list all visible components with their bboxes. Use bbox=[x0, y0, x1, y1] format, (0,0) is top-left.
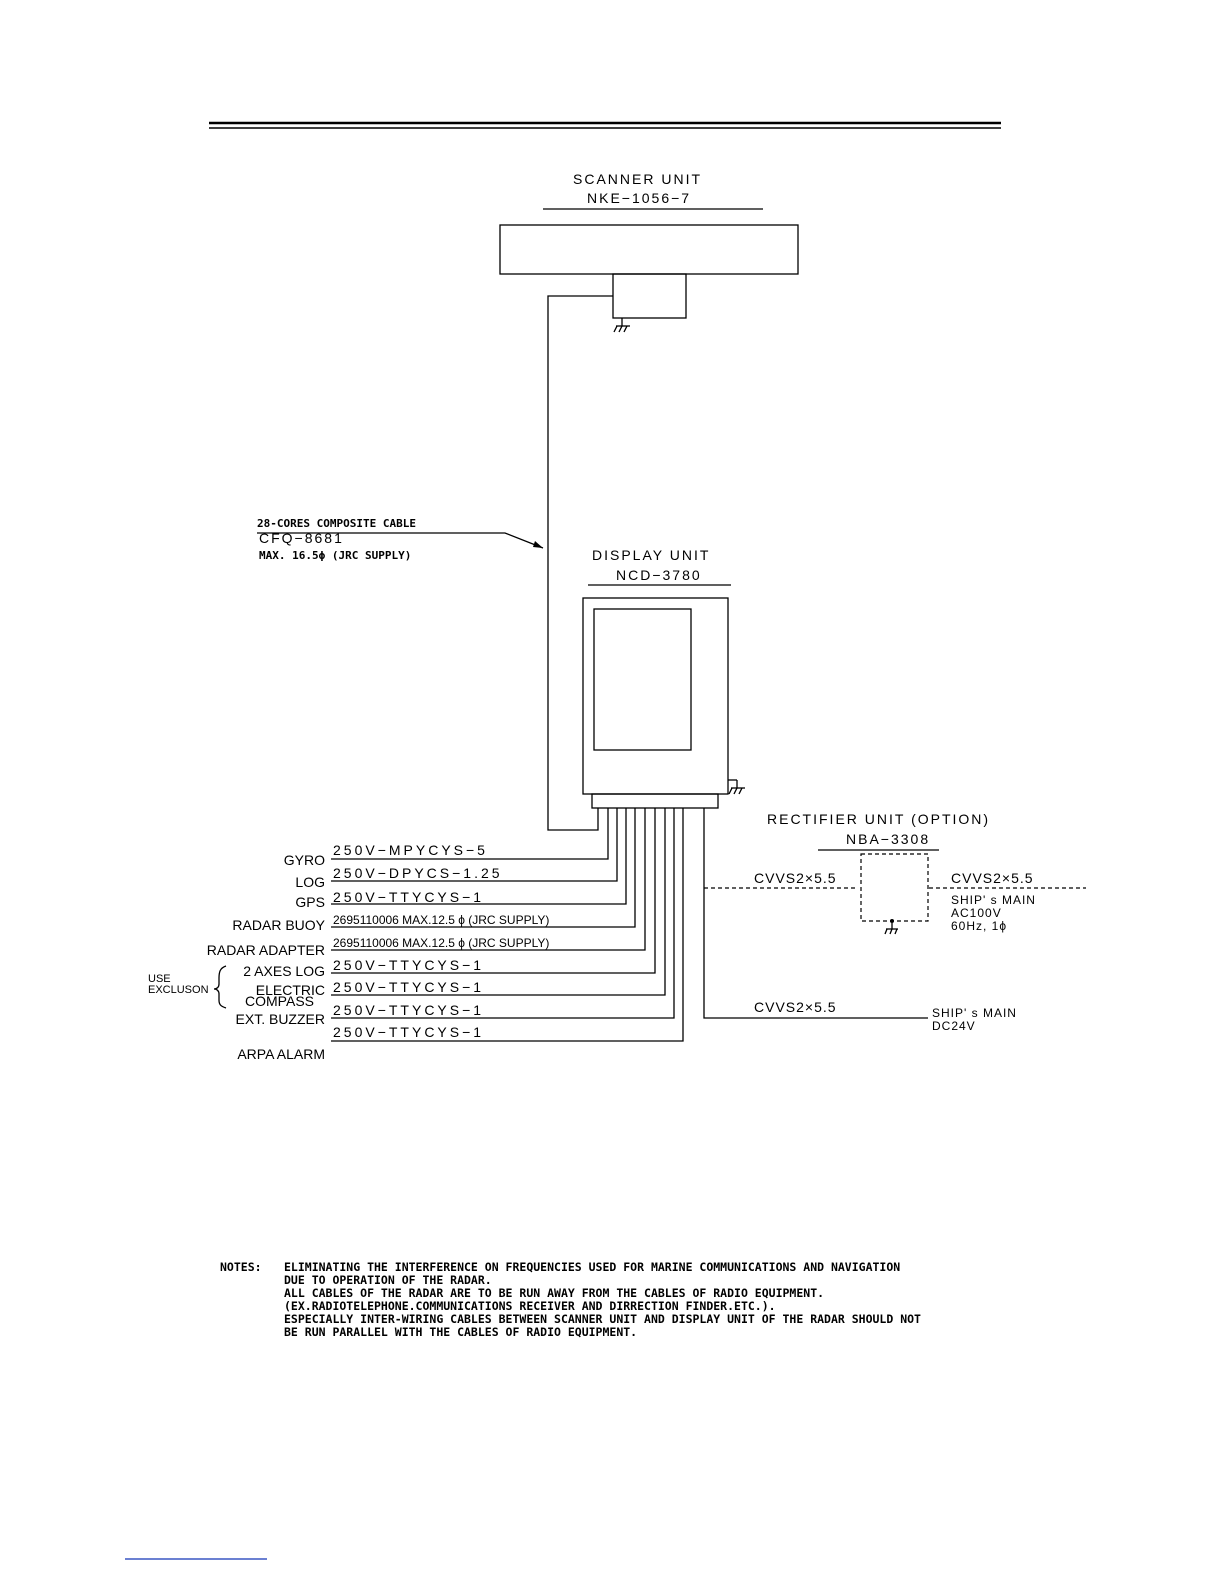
composite-cable-type: 28-CORES COMPOSITE CABLE bbox=[257, 517, 416, 530]
composite-cable-arrow bbox=[533, 541, 543, 548]
notes-line: BE RUN PARALLEL WITH THE CABLES OF RADIO… bbox=[284, 1325, 637, 1339]
notes-line: DUE TO OPERATION OF THE RADAR. bbox=[284, 1273, 492, 1287]
notes-line: ESPECIALLY INTER-WIRING CABLES BETWEEN S… bbox=[284, 1312, 921, 1326]
cable-label-axes-log: 250V−TTYCYS−1 bbox=[333, 957, 484, 973]
cable-label-radar-buoy: 2695110006 MAX.12.5 ϕ (JRC SUPPLY) bbox=[333, 913, 549, 927]
device-label-radar-adapter: RADAR ADAPTER bbox=[207, 942, 325, 958]
rectifier-unit-box bbox=[860, 853, 929, 922]
cable-label-arpa-alarm: 250V−TTYCYS−1 bbox=[333, 1024, 484, 1040]
device-label-electric: ELECTRIC bbox=[256, 982, 325, 998]
cable-label-log: 250V−DPYCS−1.25 bbox=[333, 865, 503, 881]
device-label-log: LOG bbox=[295, 874, 325, 890]
gyro-cable-line bbox=[331, 808, 609, 860]
radar-adapter-cable-line bbox=[331, 808, 646, 951]
display-screen bbox=[593, 608, 692, 751]
composite-cable-line bbox=[547, 295, 613, 831]
cable-label-ext-buzzer: 250V−TTYCYS−1 bbox=[333, 1002, 484, 1018]
display-unit-box bbox=[582, 597, 729, 795]
scanner-unit-box bbox=[499, 224, 799, 275]
exclusion-note-excluson: EXCLUSON bbox=[148, 984, 209, 996]
scanner-pedestal-box bbox=[612, 273, 687, 319]
log-cable-line bbox=[331, 808, 618, 882]
scanner-unit-model: NKE−1056−7 bbox=[587, 190, 691, 206]
device-label-compass: COMPASS bbox=[245, 993, 314, 1009]
rectifier-input-cable-label: CVVS2×5.5 bbox=[754, 870, 837, 886]
device-label-axes-log: 2 AXES LOG bbox=[243, 963, 325, 979]
notes-line: (EX.RADIOTELEPHONE.COMMUNICATIONS RECEIV… bbox=[284, 1299, 776, 1313]
composite-cable-leader bbox=[257, 532, 544, 549]
scanner-ground-icon bbox=[613, 318, 630, 333]
scanner-unit-title: SCANNER UNIT bbox=[573, 171, 702, 187]
display-unit-model: NCD−3780 bbox=[616, 567, 702, 583]
gps-cable-line bbox=[331, 808, 627, 905]
exclusion-bracket bbox=[213, 965, 227, 1009]
cable-label-radar-adapter: 2695110006 MAX.12.5 ϕ (JRC SUPPLY) bbox=[333, 936, 549, 950]
rectifier-unit-model: NBA−3308 bbox=[846, 831, 930, 847]
ac-mains-label: SHIP' s MAIN bbox=[951, 893, 1036, 907]
device-label-ext-buzzer: EXT. BUZZER bbox=[236, 1011, 325, 1027]
ext-buzzer-cable-line bbox=[331, 808, 675, 1019]
ac-mains-frequency: 60Hz, 1ϕ bbox=[951, 919, 1007, 933]
display-terminal-strip bbox=[591, 793, 719, 809]
notes-label: NOTES: bbox=[220, 1260, 262, 1274]
rectifier-unit-title: RECTIFIER UNIT (OPTION) bbox=[767, 811, 990, 827]
cable-label-gps: 250V−TTYCYS−1 bbox=[333, 889, 484, 905]
device-label-radar-buoy: RADAR BUOY bbox=[232, 917, 325, 933]
device-label-gps: GPS bbox=[295, 894, 325, 910]
notes-line: ELIMINATING THE INTERFERENCE ON FREQUENC… bbox=[284, 1260, 900, 1274]
axes-log-cable-line bbox=[331, 808, 656, 974]
radar-buoy-cable-line bbox=[331, 808, 636, 928]
rectifier-output-cable-label: CVVS2×5.5 bbox=[951, 870, 1034, 886]
display-unit-title: DISPLAY UNIT bbox=[592, 547, 710, 563]
notes-line: ALL CABLES OF THE RADAR ARE TO BE RUN AW… bbox=[284, 1286, 824, 1300]
composite-cable-model: CFQ−8681 bbox=[259, 530, 344, 546]
rectifier-ground-icon bbox=[884, 919, 898, 935]
dc-power-cable-label: CVVS2×5.5 bbox=[754, 999, 837, 1015]
composite-cable-spec: MAX. 16.5ϕ (JRC SUPPLY) bbox=[259, 549, 411, 562]
device-label-arpa-alarm: ARPA ALARM bbox=[237, 1046, 325, 1062]
device-label-gyro: GYRO bbox=[284, 852, 325, 868]
exclusion-note-use: USE bbox=[148, 973, 171, 985]
arpa-alarm-cable-line bbox=[331, 808, 684, 1042]
dc-mains-label: SHIP' s MAIN bbox=[932, 1006, 1017, 1020]
electric-compass-cable-line bbox=[331, 808, 666, 996]
display-ground-icon bbox=[728, 779, 745, 795]
cable-label-gyro: 250V−MPYCYS−5 bbox=[333, 842, 488, 858]
cable-label-electric-compass: 250V−TTYCYS−1 bbox=[333, 979, 484, 995]
dc-power-cable-line bbox=[703, 808, 928, 1019]
header-rule bbox=[209, 121, 1001, 129]
dc-mains-voltage: DC24V bbox=[932, 1019, 976, 1033]
ac-mains-voltage: AC100V bbox=[951, 906, 1002, 920]
